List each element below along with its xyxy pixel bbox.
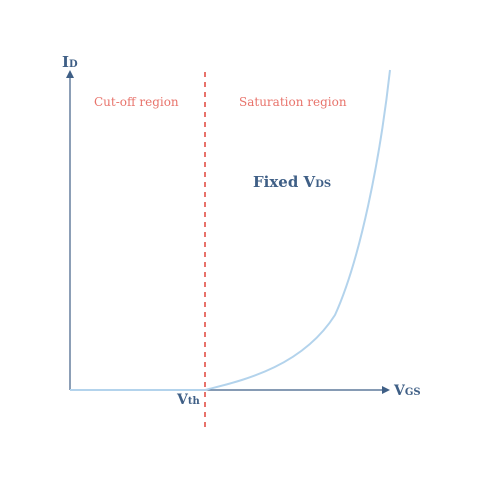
cutoff-region-label: Cut-off region [94, 95, 179, 109]
x-axis-label: VGS [393, 383, 421, 399]
transfer-curve [70, 69, 391, 391]
curve-label: Fixed VDS [253, 173, 331, 191]
saturation-region-label: Saturation region [239, 95, 347, 109]
y-axis-label: ID [62, 53, 78, 71]
threshold-label: Vth [176, 392, 200, 408]
